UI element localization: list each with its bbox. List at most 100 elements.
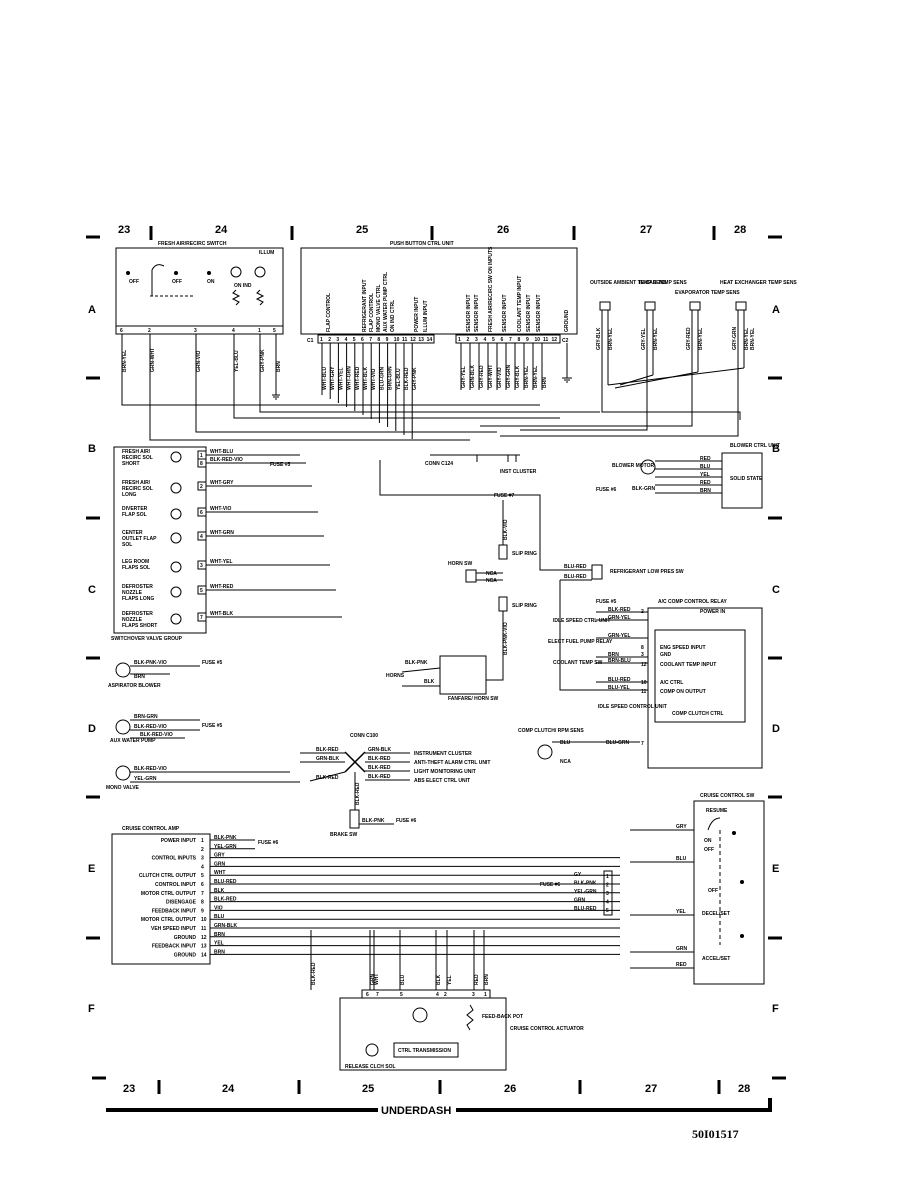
amp-wire-label: BLK [214,888,225,894]
cruise-sw-fuse: FUSE #6 [540,882,561,888]
slip-ring-label-2: SLIP RING [512,603,537,609]
c2-pin: 11 [543,337,549,343]
pb-label-flap-control-2: FLAP CONTROL [369,293,375,332]
cruise-sw-wires: GRYBLUYELGRNRED12345GYBLK-PNKYEL-GRNGRNB… [574,824,694,969]
blower-control: BLOWER CTRL UNIT SOLID STATE BLOWER MOTO… [596,443,780,509]
aspirator-motor-icon [115,662,131,678]
cruise-decel: DECEL/SET [702,911,730,917]
sw-wire-yel-blu: YEL-BLU [234,350,240,372]
resistor-icon [231,289,241,306]
solenoid-wire-label: WHT-YEL [210,559,233,565]
pb-label-illum-input: ILLUM INPUT [423,300,429,332]
c2-wire-label: BRN-YEL [533,366,539,388]
c2-pin: 10 [535,337,541,343]
conn-c100: CONN C100 BLK-RED GRN-BLK BLK-RED GRN-BL… [300,733,490,838]
solenoid-wire-label: WHT-VIO [210,506,231,512]
c100-left-3: BLK-RED [316,775,339,781]
sensor-wire: BRN-YEL [698,328,704,350]
aspirator-label: ASPIRATOR BLOWER [108,683,161,689]
amp-wire-label: YEL [214,941,224,947]
brake-fuse: FUSE #6 [396,818,417,824]
sw-wire-brn-yel: BRN-YEL [122,350,128,372]
actuator-wire-label: YEL [447,975,453,985]
ac-pin: 8 [641,645,644,651]
ac-coolant: COOLANT TEMP SW [553,660,603,666]
c1-wire-label: BLK-RED [404,367,410,390]
c2-pin: 8 [518,337,521,343]
refrigerant-label: REFRIGERANT LOW PRES SW [610,569,684,575]
blower-wire-label: RED [700,480,711,486]
sw-pin-1: 1 [258,328,261,334]
amp-wire-label: BRN [214,949,225,955]
sw-wire-grn-vio: GRN-VIO [196,351,202,373]
amp-pin: 8 [201,900,204,906]
c1-wire-label: WHT-GRN [347,366,353,390]
solenoid-pin: 3 [200,563,203,569]
c2-wire-label: GRY-WHT [488,365,494,388]
ac-pin: 12 [641,662,647,668]
sensor-wire: BRN-YEL [750,328,756,350]
amp-input-label: CONTROL INPUTS [152,856,197,862]
illum-lamp-icon [254,266,266,278]
row-labels: A A B B C C D D E E F F [86,304,782,1015]
refrig-wire-2: BLU-RED [564,574,587,580]
solenoid-wire-label: BLK-RED-VIO [210,457,243,463]
blower-unit-label: BLOWER CTRL UNIT [730,443,780,449]
ac-pin: 3 [641,652,644,658]
c1-wire-label: WHT-RED [355,366,361,390]
c1-wire-label: YEL-BLU [396,368,402,390]
c1-pin: 13 [418,337,424,343]
row-a-right: A [772,304,780,316]
pb-label-sensor-5: SENSOR INPUT [536,294,542,332]
actuator-wire-label: BRN [484,974,490,985]
c2-pin: 2 [467,337,470,343]
solenoid-label: LONG [122,492,137,498]
c1-pin: 11 [402,337,408,343]
ac-wire-label: BRN [608,652,619,658]
sensor-wire: BRN-YEL [744,328,750,350]
aux-pump-icon [115,719,131,735]
sensor-plug-icon [735,301,747,311]
actuator-wire-label: BLK [436,974,442,985]
brake-wire: BLK-RED [355,782,361,805]
cruise-amp-title: CRUISE CONTROL AMP [122,826,180,832]
comp-nca: NCA [560,759,571,765]
refrigerant-sw-icon [591,564,603,580]
brake-sw-label: BRAKE SW [330,832,358,838]
switchover-valve-group: SWITCHOVER VALVE GROUP FRESH AIR/RECIRC … [111,446,342,642]
sensor-heat-exchanger: HEAT EXCHANGER TEMP SENS [720,280,797,286]
ac-input-label: COMP ON OUTPUT [660,689,706,695]
amp-wire-label: BLU [214,914,225,920]
c100-right-4: BLK-RED [368,774,391,780]
amp-pin: 1 [201,838,204,844]
amp-pin: 11 [201,926,207,932]
cruise-sw-pin: 3 [606,891,609,897]
refrigerant-switch: REFRIGERANT LOW PRES SW BLU-RED BLU-RED [379,460,684,691]
aspirator-wire-1: BLK-PNK-VIO [134,660,167,666]
actuator-wire-label: RED [474,974,480,985]
solenoid-wire-label: WHT-GRY [210,480,234,486]
blower-wire-label: BRN [700,488,711,494]
c2-pin: 9 [526,337,529,343]
cruise-sw-left-wire: GY [574,872,582,878]
comp-blu-grn: BLU-GRN [606,740,629,746]
ac-pin: 2 [641,609,644,615]
cruise-sw-pin: 2 [606,883,609,889]
amp-input-label: GROUND [174,952,197,958]
ac-wire-label: GRN-YEL [608,633,631,639]
amp-wire-label: YEL-GRN [214,844,237,850]
cruise-sw-pin: 5 [606,908,609,914]
row-f-left: F [88,1003,95,1015]
c1-wire-label: WHT-VIO [371,369,377,390]
ac-clutch-ctrl: COMP CLUTCH CTRL [672,711,724,717]
c100-dest-2: ANTI-THEFT ALARM CTRL UNIT [414,760,490,766]
trunk-bus: CONN C124 INST CLUSTER [121,380,741,475]
c2-pin: 4 [484,337,487,343]
solenoid-icon [170,508,182,520]
comp-blu: BLU [560,740,571,746]
actuator-pin: 4 [436,992,439,998]
amp-input-label: FEEDBACK INPUT [152,908,196,914]
illum-label: ILLUM [259,250,274,256]
aux-fuse: FUSE #5 [202,723,223,729]
